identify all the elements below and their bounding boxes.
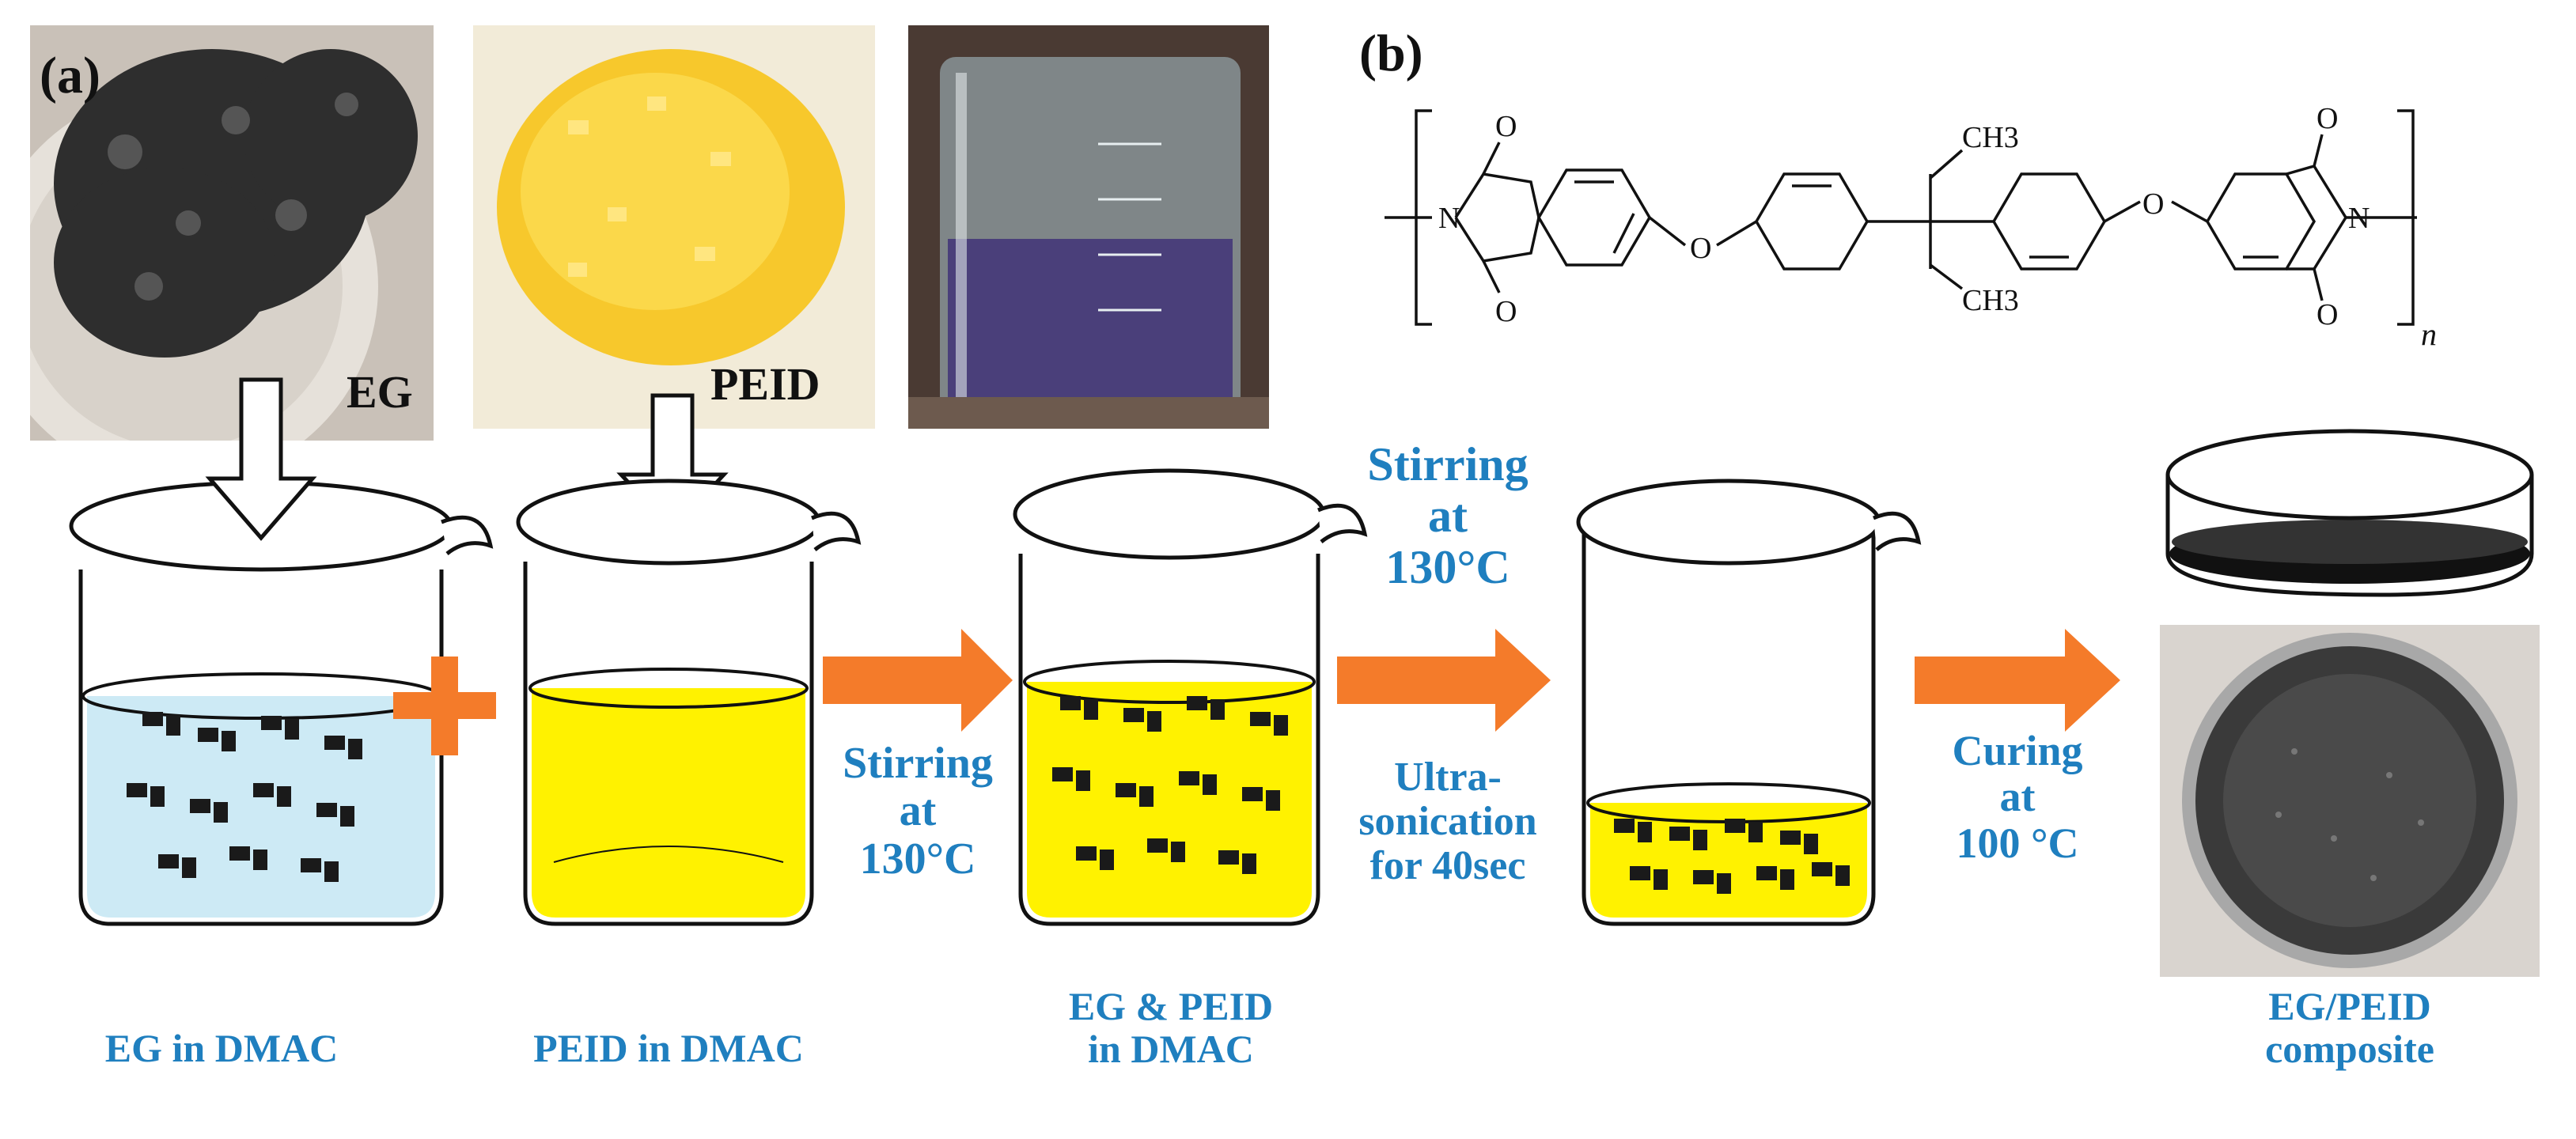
process-ultrasonication-line3: for 40sec (1369, 843, 1526, 889)
atom-n-right: N (2348, 202, 2370, 235)
atom-n-left: N (1438, 202, 1460, 235)
peid-photo-label: PEID (710, 358, 820, 410)
label-composite-line2: composite (2265, 1027, 2434, 1071)
panel-label-b: (b) (1359, 25, 1423, 82)
plus-sign (393, 657, 496, 755)
atom-o-4: O (2317, 298, 2338, 331)
process-stirring-1-line3: 130°C (859, 834, 976, 884)
composite-photo (2160, 625, 2540, 977)
process-stirring-1: Stirring at 130°C (815, 739, 1021, 884)
atom-o-1: O (1495, 110, 1517, 143)
polyetherimide-structure: N O O O CH3 CH3 O O O N n (1385, 102, 2437, 352)
process-arrow-2 (1337, 629, 1551, 732)
label-eg-in-dmac: EG in DMAC (104, 1026, 339, 1070)
atom-o-3: O (2317, 102, 2338, 135)
process-stirring-1-line2: at (899, 786, 937, 836)
process-stirring-2: Stirring at 130°C (1345, 439, 1551, 592)
atom-o-ether-1: O (1690, 232, 1711, 265)
atom-ch3-top: CH3 (1962, 121, 2019, 154)
peid-photo: PEID (473, 25, 875, 429)
label-composite-line1: EG/PEID (2268, 984, 2431, 1028)
beaker-eg-peid-in-dmac (1013, 468, 1368, 926)
panel-label-a: (a) (40, 47, 100, 104)
label-eg-peid-line2: in DMAC (1088, 1027, 1254, 1071)
process-arrow-1 (823, 629, 1013, 732)
label-eg-peid-line1: EG & PEID (1068, 984, 1274, 1028)
beaker-after-sonication (1576, 479, 1922, 926)
eg-photo-image (30, 49, 418, 441)
beaker-peid-in-dmac (516, 479, 862, 926)
process-curing: Curing at 100 °C (1911, 728, 2124, 866)
beaker-photo-image (908, 57, 1269, 429)
label-composite: EG/PEID composite (2184, 985, 2516, 1070)
process-curing-line2: at (1999, 773, 2036, 821)
process-stirring-2-line1: Stirring (1367, 438, 1529, 490)
process-arrow-3 (1915, 629, 2120, 732)
process-stirring-2-line3: 130°C (1385, 540, 1510, 593)
beaker-photo (908, 25, 1269, 429)
process-ultrasonication-line1: Ultra- (1394, 755, 1502, 800)
label-eg-peid-in-dmac: EG & PEID in DMAC (1013, 985, 1329, 1070)
petri-dish-drawing (2165, 429, 2534, 597)
atom-o-2: O (1495, 295, 1517, 328)
process-ultrasonication-line2: sonication (1358, 799, 1537, 845)
down-arrow-eg (205, 377, 317, 541)
process-stirring-1-line1: Stirring (843, 739, 993, 788)
label-peid-in-dmac: PEID in DMAC (533, 1026, 804, 1070)
process-stirring-2-line2: at (1428, 489, 1468, 542)
eg-photo-label: EG (347, 366, 413, 418)
process-curing-line3: 100 °C (1956, 819, 2079, 867)
peid-photo-image (497, 49, 845, 365)
atom-o-ether-2: O (2142, 187, 2164, 221)
process-ultrasonication: Ultra- sonication for 40sec (1329, 755, 1566, 888)
repeat-unit-n: n (2421, 316, 2437, 352)
atom-ch3-bottom: CH3 (1962, 284, 2019, 317)
process-curing-line1: Curing (1952, 727, 2083, 774)
eg-photo: EG (30, 25, 434, 441)
